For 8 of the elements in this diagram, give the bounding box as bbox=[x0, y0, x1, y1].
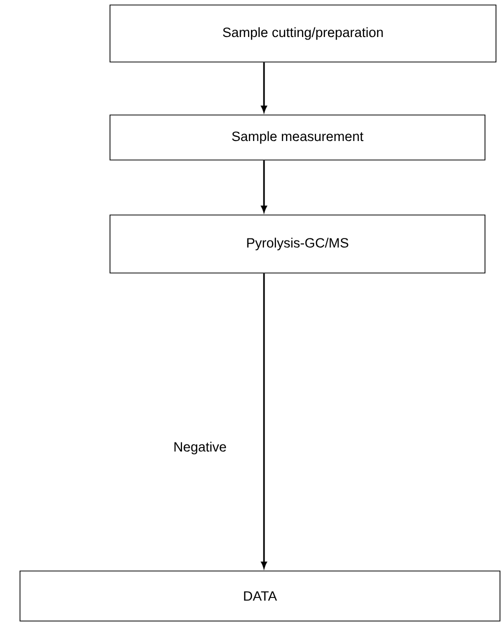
arrow bbox=[261, 62, 267, 112]
process-box: DATA bbox=[20, 570, 500, 622]
process-box: Sample measurement bbox=[110, 114, 486, 160]
process-box: Sample cutting/preparation bbox=[110, 4, 496, 62]
arrow bbox=[261, 160, 267, 212]
edge-label: Negative bbox=[172, 440, 228, 456]
arrow bbox=[261, 273, 267, 568]
process-box: Pyrolysis-GC/MS bbox=[110, 214, 486, 274]
